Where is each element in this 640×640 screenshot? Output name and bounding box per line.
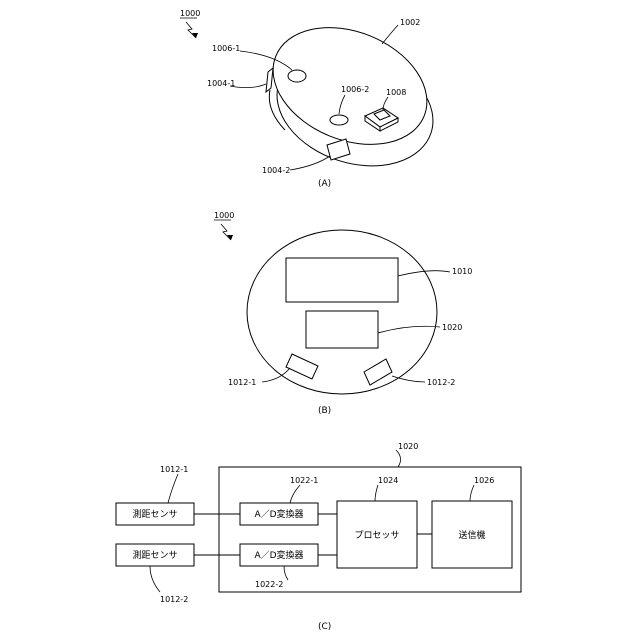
ref-1012-2: 1012-2 [427,378,455,387]
circuit-1020 [306,311,378,348]
caption-a: (A) [318,179,331,189]
processor-label: プロセッサ [354,530,399,541]
sensor-1006-2 [330,115,348,125]
transmitter-label: 送信機 [458,529,485,541]
leader-1002 [382,25,398,44]
ref-1008: 1008 [386,88,406,97]
figure-a: 1000 1002 1006-1 1004-1 [180,6,448,189]
ref-1024: 1024 [378,476,398,485]
ref-1004-1: 1004-1 [207,79,235,88]
leader-1004-1 [230,84,266,88]
ref-1006-2: 1006-2 [341,85,369,94]
ref-1006-1: 1006-1 [212,44,240,53]
board-1010 [286,258,398,302]
ref-1012-1-c: 1012-1 [160,465,188,474]
ref-1002: 1002 [400,18,420,27]
ref-1020-c: 1020 [398,442,418,451]
leader-1020-c [396,450,401,467]
ref-1004-2: 1004-2 [262,166,290,175]
figure-c: 1020 測距センサ 測距センサ A／D変換器 A／D変換器 プロセッサ 送信機… [116,442,521,632]
ref-1012-1: 1012-1 [228,378,256,387]
ref-1012-2-c: 1012-2 [160,595,188,604]
caption-c: (C) [318,622,331,632]
ref-1000-b: 1000 [214,211,234,220]
leader-1012-1-c [168,474,178,503]
adc-box-1-label: A／D変換器 [254,508,303,520]
ref-1010: 1010 [452,267,472,276]
sensor-1006-1 [288,70,306,82]
leader-1004-2 [290,156,330,170]
caption-b: (B) [318,406,331,416]
ref-1020: 1020 [442,323,462,332]
window-1004-1 [266,68,273,92]
ref-1022-2: 1022-2 [255,580,283,589]
sensor-box-2-label: 測距センサ [132,549,177,561]
adc-box-2-label: A／D変換器 [254,549,303,561]
ref-1022-1: 1022-1 [290,476,318,485]
ref-1026: 1026 [474,476,494,485]
leader-1012-2-c [150,566,160,592]
ref-1000-a: 1000 [180,9,200,18]
figure-b: 1000 1010 1020 1012-1 1012-2 (B) [214,211,472,416]
sensor-box-1-label: 測距センサ [132,508,177,520]
